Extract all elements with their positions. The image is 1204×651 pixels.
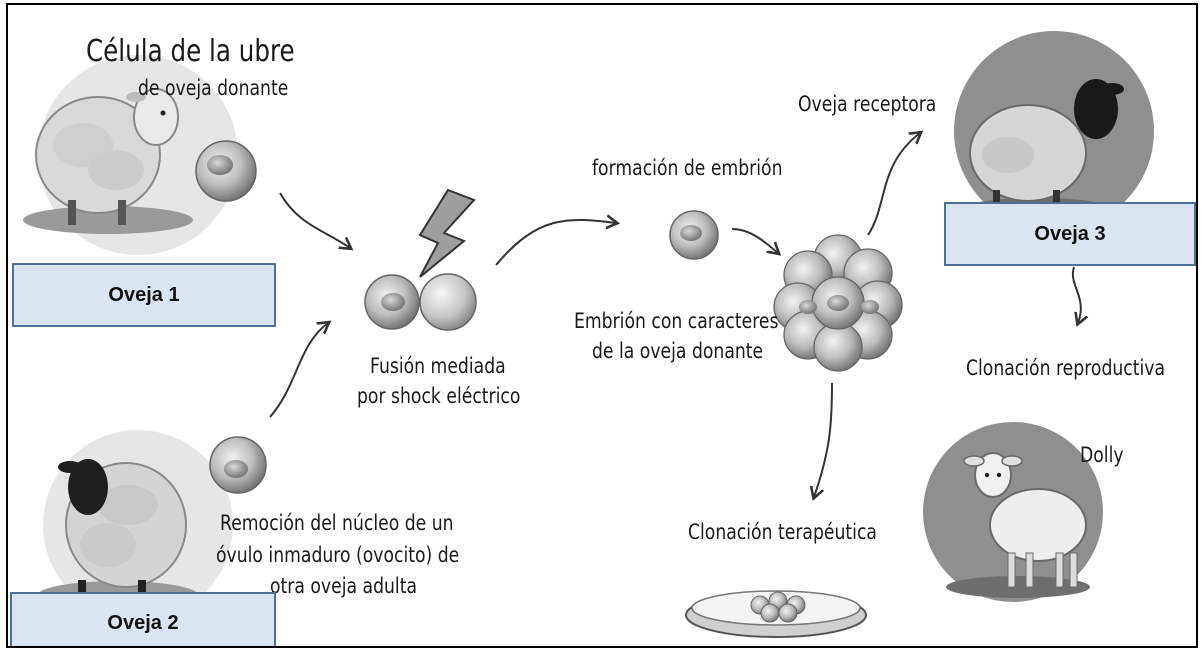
diagram-artwork [23, 31, 1154, 638]
embryo-traits-label-line1: Embrión con caracteres [574, 309, 779, 333]
subtitle-donor-sheep: de oveja donante [138, 76, 289, 100]
removal-label-line1: Remoción del núcleo de un [220, 511, 454, 535]
embryo-formation-label: formación de embrión [592, 156, 783, 180]
oveja-3-tag-label: Oveja 3 [1034, 222, 1106, 245]
oveja-1-tag-label: Oveja 1 [108, 283, 180, 306]
oveja-1-tag: Oveja 1 [12, 263, 276, 327]
petri-dish-icon [685, 590, 867, 638]
lightning-bolt-icon [418, 188, 476, 278]
morula-cluster-icon [773, 234, 903, 372]
receptor-sheep-label: Oveja receptora [798, 92, 937, 116]
removal-label-line3: otra oveja adulta [270, 574, 418, 598]
diagram-frame: Célula de la ubre de oveja donante Fusió… [6, 3, 1198, 648]
reproductive-cloning-label: Clonación reproductiva [966, 356, 1166, 380]
fusion-label-line2: por shock eléctrico [357, 384, 521, 408]
oveja-3-tag: Oveja 3 [944, 202, 1196, 266]
oocyte-cell-icon [209, 436, 267, 494]
arrow-morula-to-therapeutic [814, 382, 833, 497]
fusion-cells-icon [364, 273, 477, 331]
oveja-2-tag-label: Oveja 2 [107, 611, 179, 634]
arrow-donor-to-fusion [279, 192, 350, 248]
process-arrows [269, 133, 1081, 497]
oveja-2-tag: Oveja 2 [10, 592, 276, 646]
title-donor-cell: Célula de la ubre [86, 34, 295, 69]
arrow-fusion-to-embryo [495, 220, 616, 266]
arrow-cell-to-morula [731, 228, 778, 253]
embryo-traits-label-line2: de la oveja donante [592, 339, 764, 363]
fusion-label-line1: Fusión mediada [370, 354, 506, 378]
removal-label-line2: óvulo inmaduro (ovocito) de [216, 543, 460, 567]
embryo-cell-icon [669, 210, 719, 260]
arrow-oocyte-to-fusion [269, 323, 328, 418]
arrow-morula-to-receptor [867, 133, 920, 236]
sheep-1-illustration [23, 55, 238, 255]
dolly-lamb-illustration [923, 422, 1103, 602]
therapeutic-cloning-label: Clonación terapéutica [688, 520, 877, 544]
donor-cell-icon [195, 140, 257, 202]
sheep-3-illustration [954, 31, 1154, 231]
dolly-label: Dolly [1080, 443, 1124, 467]
arrow-receptor-to-reproductive [1071, 266, 1081, 323]
